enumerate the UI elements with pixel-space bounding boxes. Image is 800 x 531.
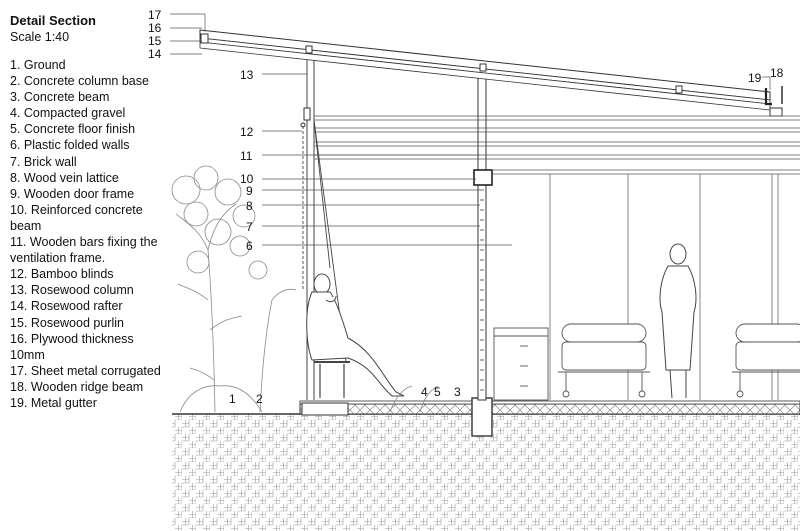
leader-lines: [170, 13, 771, 246]
callout-3: 3: [454, 385, 461, 399]
callout-7: 7: [246, 220, 253, 234]
legend-item: 13. Rosewood column: [10, 283, 134, 298]
callout-14: 14: [148, 47, 162, 61]
standing-person: [659, 243, 697, 399]
bed-left: [558, 323, 650, 398]
legend-list: 1. Ground 2. Concrete column base 3. Con…: [10, 57, 170, 411]
callout-9: 9: [246, 184, 253, 198]
legend-item: 3. Concrete beam: [10, 90, 110, 105]
legend-item: 17. Sheet metal corrugated: [10, 363, 161, 378]
legend-item: 8. Wood vein lattice: [10, 170, 119, 185]
cabinet: [493, 327, 549, 401]
callout-labels: 17 16 15 14 13 12 11 10 9 8 7 6 5 4 3 2 …: [148, 8, 784, 406]
callout-4: 4: [421, 385, 428, 399]
legend-item: 9. Wooden door frame: [10, 186, 135, 201]
callout-19: 19: [748, 71, 762, 85]
legend-item: 2. Concrete column base: [10, 74, 149, 89]
floor-slab: [299, 400, 800, 416]
callout-15: 15: [148, 34, 162, 48]
legend-item: 14. Rosewood rafter: [10, 299, 123, 314]
callout-5: 5: [434, 385, 441, 399]
legend-item: 11. Wooden bars fixing the ventilation f…: [10, 235, 158, 266]
callout-6: 6: [246, 239, 253, 253]
callout-17: 17: [148, 8, 162, 22]
legend-item: 18. Wooden ridge beam: [10, 379, 144, 394]
callout-10: 10: [240, 172, 254, 186]
roof: [199, 29, 783, 117]
callout-16: 16: [148, 21, 162, 35]
brick-wall: [480, 189, 484, 391]
legend-item: 12. Bamboo blinds: [10, 267, 114, 282]
vegetation: [171, 165, 439, 413]
bamboo-blind: [300, 122, 306, 290]
bed-right: [732, 323, 800, 398]
legend-item: 6. Plastic folded walls: [10, 138, 130, 153]
legend-panel: Detail Section Scale 1:40 1. Ground 2. C…: [10, 13, 170, 411]
callout-12: 12: [240, 125, 254, 139]
legend-item: 10. Reinforced concrete beam: [10, 202, 143, 233]
drawing-scale: Scale 1:40: [10, 30, 70, 44]
legend-item: 1. Ground: [10, 58, 66, 72]
ventilation-bars: [314, 115, 800, 175]
callout-1: 1: [229, 392, 236, 406]
callout-8: 8: [246, 199, 253, 213]
callout-2: 2: [256, 392, 263, 406]
legend-item: 7. Brick wall: [10, 154, 77, 169]
legend-item: 19. Metal gutter: [10, 395, 97, 410]
callout-18: 18: [770, 66, 784, 80]
legend-item: 5. Concrete floor finish: [10, 122, 136, 137]
callout-11: 11: [240, 149, 253, 163]
legend-item: 16. Plywood thickness 10mm: [10, 331, 134, 362]
drawing-title: Detail Section: [10, 13, 96, 28]
legend-item: 15. Rosewood purlin: [10, 315, 124, 330]
callout-13: 13: [240, 68, 254, 82]
seated-person: [306, 273, 405, 397]
legend-item: 4. Compacted gravel: [10, 106, 126, 121]
central-column: [471, 67, 493, 437]
